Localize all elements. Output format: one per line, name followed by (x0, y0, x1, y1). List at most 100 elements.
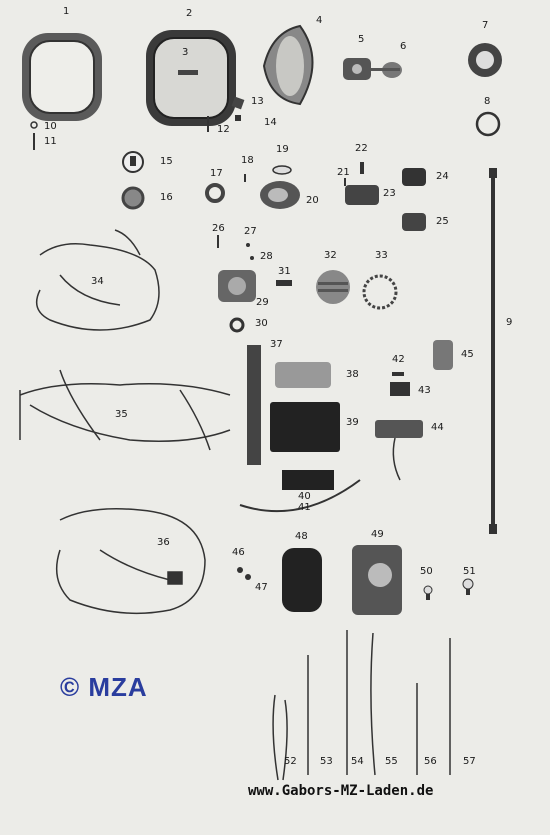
part-label-56: 56 (424, 756, 437, 767)
part-label-32: 32 (324, 250, 337, 261)
part-label-47: 47 (255, 582, 268, 593)
part-label-26: 26 (212, 223, 225, 234)
part-label-17: 17 (210, 168, 223, 179)
copyright-mark: © MZA (60, 672, 148, 702)
part-label-6: 6 (400, 41, 407, 52)
part-lamp-32 (316, 270, 350, 304)
part-label-16: 16 (160, 192, 173, 203)
part-label-51: 51 (463, 566, 476, 577)
part-nut-47 (245, 574, 251, 580)
part-headlight-housing (146, 30, 236, 126)
part-label-31: 31 (278, 266, 291, 277)
website-url: www.Gabors-MZ-Laden.de (248, 783, 434, 799)
part-label-45: 45 (461, 349, 474, 360)
part-label-41: 41 (298, 502, 311, 513)
part-label-30: 30 (255, 318, 268, 329)
part-label-48: 48 (295, 531, 308, 542)
part-label-43: 43 (418, 385, 431, 396)
part-wiring-36 (55, 508, 206, 615)
part-grommet-16 (121, 186, 145, 210)
part-label-5: 5 (358, 34, 365, 45)
part-washer-28 (250, 256, 254, 260)
part-ring-17 (205, 183, 225, 203)
part-label-9: 9 (506, 317, 513, 328)
part-label-7: 7 (482, 20, 489, 31)
part-panel-38 (275, 362, 331, 388)
part-lens-19 (272, 165, 292, 175)
part-capacitor-45 (433, 340, 453, 370)
part-label-33: 33 (375, 250, 388, 261)
part-label-54: 54 (351, 756, 364, 767)
part-ring-30 (229, 317, 245, 333)
part-clip-14 (235, 115, 241, 121)
part-label-20: 20 (306, 195, 319, 206)
part-label-39: 39 (346, 417, 359, 428)
part-cables-52-57 (272, 630, 451, 781)
part-label-1: 1 (63, 6, 70, 17)
part-label-24: 24 (436, 171, 449, 182)
part-reflector (262, 24, 314, 106)
part-label-19: 19 (276, 144, 289, 155)
part-horn-29 (218, 270, 256, 302)
part-label-3: 3 (182, 47, 189, 58)
part-label-27: 27 (244, 226, 257, 237)
part-speedometer (468, 43, 502, 77)
part-panel-39 (270, 402, 340, 452)
part-label-38: 38 (346, 369, 359, 380)
part-relay-25 (402, 213, 426, 231)
part-label-53: 53 (320, 756, 333, 767)
part-rim-33 (362, 274, 398, 310)
part-label-18: 18 (241, 155, 254, 166)
part-label-49: 49 (371, 529, 384, 540)
part-label-37: 37 (270, 339, 283, 350)
part-speedometer-cable (489, 168, 497, 534)
part-label-40: 40 (298, 491, 311, 502)
part-label-42: 42 (392, 354, 405, 365)
part-clip-13 (231, 96, 245, 110)
part-label-29: 29 (256, 297, 269, 308)
part-label-46: 46 (232, 547, 245, 558)
part-washer-27 (246, 243, 250, 247)
part-seal-41 (239, 479, 361, 513)
part-label-34: 34 (91, 276, 104, 287)
part-strip-37 (247, 345, 261, 465)
part-clip-31 (276, 280, 292, 286)
part-bulb-holder (368, 62, 402, 78)
part-label-15: 15 (160, 156, 173, 167)
part-pin-22 (360, 162, 364, 174)
part-label-10: 10 (44, 121, 57, 132)
part-label-57: 57 (463, 756, 476, 767)
part-bridge-42 (392, 372, 404, 376)
part-label-23: 23 (383, 188, 396, 199)
part-label-2: 2 (186, 8, 193, 19)
part-label-12: 12 (217, 124, 230, 135)
part-label-36: 36 (157, 537, 170, 548)
part-plate-40 (282, 470, 334, 490)
part-headlight-rim (22, 33, 102, 121)
part-label-50: 50 (420, 566, 433, 577)
part-tail-lamp-20 (260, 181, 300, 209)
part-washer-10 (30, 121, 38, 129)
part-label-44: 44 (431, 422, 444, 433)
part-label-14: 14 (264, 117, 277, 128)
part-switch (343, 58, 371, 80)
part-label-22: 22 (355, 143, 368, 154)
part-brake-light-49 (352, 545, 402, 615)
part-label-4: 4 (316, 15, 323, 26)
part-label-52: 52 (284, 756, 297, 767)
part-label-8: 8 (484, 96, 491, 107)
part-label-21: 21 (337, 167, 350, 178)
part-label-55: 55 (385, 756, 398, 767)
part-nut-46 (237, 567, 243, 573)
part-indicator-15 (122, 151, 144, 173)
part-label-35: 35 (115, 409, 128, 420)
part-relay-24 (402, 168, 426, 186)
part-label-25: 25 (436, 216, 449, 227)
part-ring (475, 111, 501, 137)
part-rectifier-43 (390, 382, 410, 396)
part-wiring-34 (35, 229, 160, 331)
part-bulb-51 (462, 578, 474, 595)
part-label-13: 13 (251, 96, 264, 107)
part-wiring-35 (19, 369, 231, 451)
